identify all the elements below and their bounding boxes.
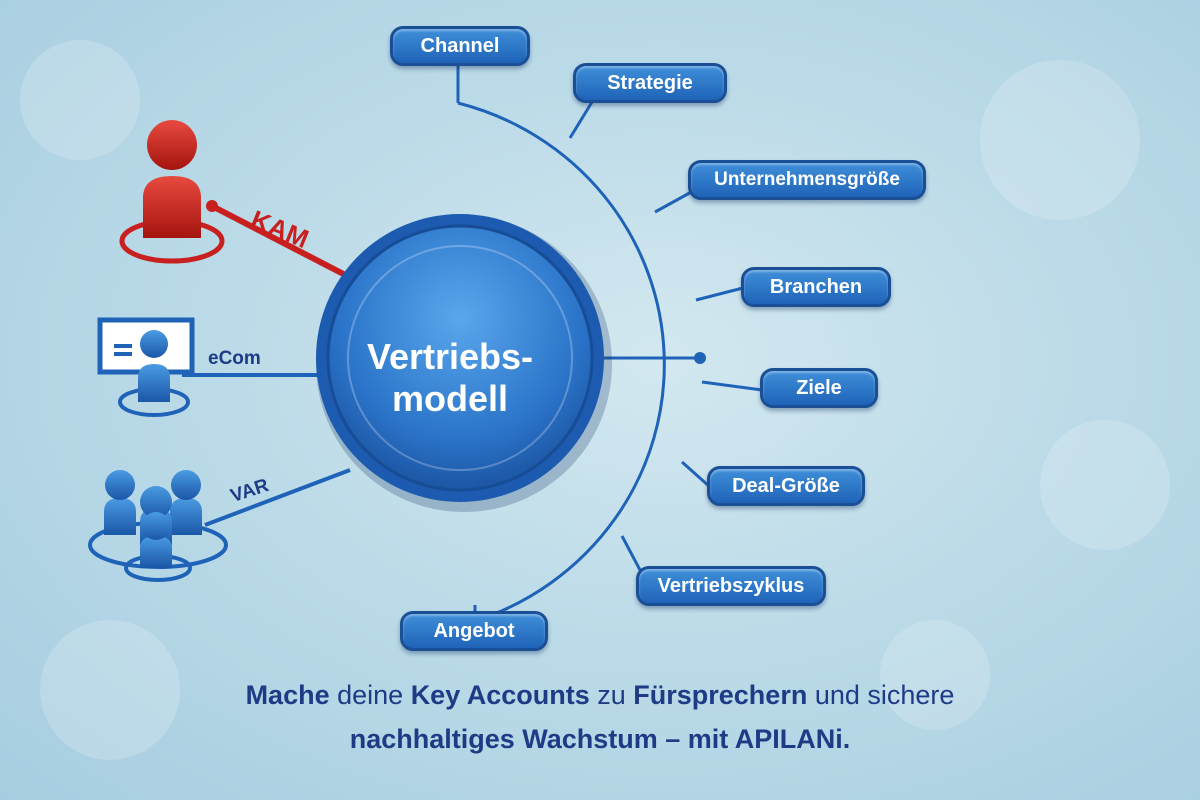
- branch-node-unternehmensgroesse[interactable]: Unternehmensgröße: [688, 160, 926, 200]
- tagline-line1: Mache deine Key Accounts zu Fürsprechern…: [0, 680, 1200, 711]
- branch-line-unternehmen: [654, 188, 696, 214]
- branch-node-branchen[interactable]: Branchen: [741, 267, 891, 307]
- kam-connector-line: [210, 203, 357, 283]
- computer-user-icon: [97, 317, 195, 417]
- background-bokeh: [40, 620, 180, 760]
- branch-node-ziele[interactable]: Ziele: [760, 368, 878, 408]
- var-connector-line: [204, 468, 351, 527]
- tagline-line1-segment: Fürsprechern: [633, 680, 808, 710]
- group-icon: [88, 470, 228, 582]
- background-bokeh: [1040, 420, 1170, 550]
- branch-line-ziele: [701, 380, 763, 392]
- background-bokeh: [880, 620, 990, 730]
- tagline-line2-segment: nachhaltiges Wachstum – mit APILANi.: [349, 724, 851, 754]
- hub-circle: [326, 224, 594, 492]
- person-icon: [119, 120, 225, 264]
- branch-node-deal-groesse[interactable]: Deal-Größe: [707, 466, 865, 506]
- background-bokeh: [980, 60, 1140, 220]
- branch-node-channel[interactable]: Channel: [390, 26, 530, 66]
- background-bokeh: [20, 40, 140, 160]
- branch-node-strategie[interactable]: Strategie: [573, 63, 727, 103]
- center-label-line1: Vertriebs-: [366, 336, 534, 377]
- tagline-line2: nachhaltiges Wachstum – mit APILANi.: [0, 724, 1200, 755]
- branch-line-zyklus: [620, 535, 642, 571]
- hub-inner-ring: [347, 245, 573, 471]
- branch-node-vertriebszyklus[interactable]: Vertriebszyklus: [636, 566, 826, 606]
- tagline-line1-segment: deine: [329, 680, 411, 710]
- ecom-connector-label: eCom: [208, 348, 261, 369]
- tagline-line1-segment: zu: [589, 680, 634, 710]
- center-node-label: Vertriebs- modell: [320, 318, 580, 438]
- tagline-line1-segment: Key Accounts: [410, 680, 590, 710]
- arc-junction-dot: [694, 352, 706, 364]
- branch-line-branchen: [695, 286, 744, 302]
- tagline-line1-segment: Mache: [245, 680, 330, 710]
- branch-line-strategie: [568, 101, 594, 139]
- branch-line-deal: [681, 460, 711, 489]
- branch-arc: [457, 101, 666, 623]
- branch-node-angebot[interactable]: Angebot: [400, 611, 548, 651]
- kam-connector-dot: [206, 200, 218, 212]
- center-label-line2: modell: [391, 378, 508, 419]
- tagline-line1-segment: und sichere: [807, 680, 955, 710]
